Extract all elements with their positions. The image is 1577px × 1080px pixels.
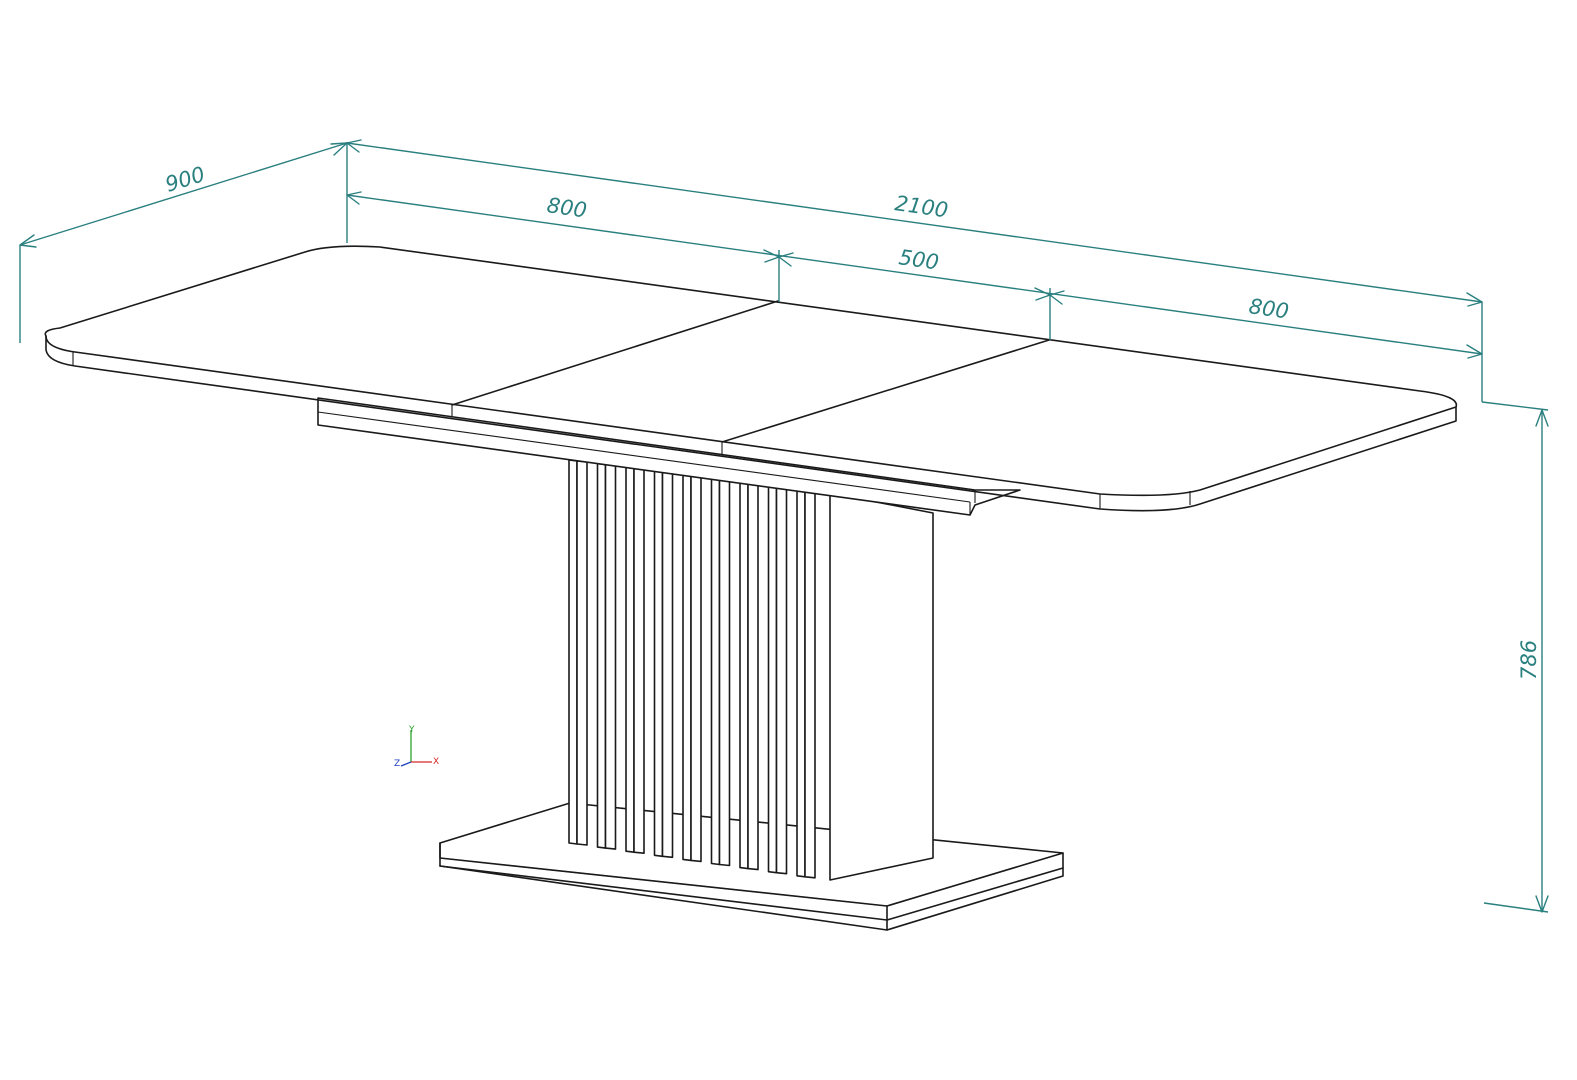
pedestal-slat-side	[682, 473, 692, 862]
pedestal-slat	[661, 470, 674, 859]
pedestal-slat-side	[739, 480, 749, 870]
pedestal-slat-side	[710, 477, 721, 866]
dimension-label-leaf-left: 800	[545, 193, 588, 222]
pedestal-slat	[804, 488, 816, 879]
dimension-label-total: 2100	[893, 191, 949, 222]
dimension-label-leaf-middle: 500	[897, 245, 940, 274]
pedestal-side-panel	[829, 492, 934, 881]
pedestal-slat-side	[653, 469, 664, 858]
axis-x-label: X	[433, 757, 439, 767]
dimension-label-height: 786	[1517, 640, 1541, 680]
axis-triad: Y X Z	[394, 725, 439, 769]
dimension-label-depth: 900	[162, 162, 207, 197]
pedestal-slat-side	[796, 487, 806, 878]
pedestal-slat	[576, 460, 588, 846]
dimension-total-length: 2100	[346, 139, 1483, 402]
pedestal-slat-side	[767, 484, 778, 874]
pedestal-slat	[747, 481, 759, 871]
pedestal-slat-side	[568, 459, 578, 845]
table-pedestal	[568, 459, 934, 881]
pedestal-slat	[718, 478, 731, 867]
dimension-label-leaf-right: 800	[1247, 294, 1290, 323]
tabletop-surface	[44, 245, 1458, 497]
extension-leaf-joints	[451, 300, 1050, 455]
dimension-leaves: 800 500 800	[346, 191, 1483, 359]
pedestal-slat	[775, 485, 788, 875]
pedestal-slat	[633, 467, 645, 855]
dimension-height: 786	[1481, 401, 1549, 913]
pedestal-slat	[604, 463, 617, 850]
pedestal-slat-side	[625, 466, 635, 854]
axis-z-label: Z	[394, 759, 400, 769]
tabletop	[44, 245, 1458, 516]
dimension-annotations: 900 2100 800 500 800	[19, 139, 1549, 913]
axis-y-label: Y	[408, 725, 415, 735]
axis-z-line	[400, 761, 412, 767]
pedestal-slat-side	[596, 462, 607, 849]
tabletop-edge	[45, 335, 1457, 512]
pedestal-slat	[690, 474, 702, 863]
pedestal-slats	[568, 459, 816, 879]
